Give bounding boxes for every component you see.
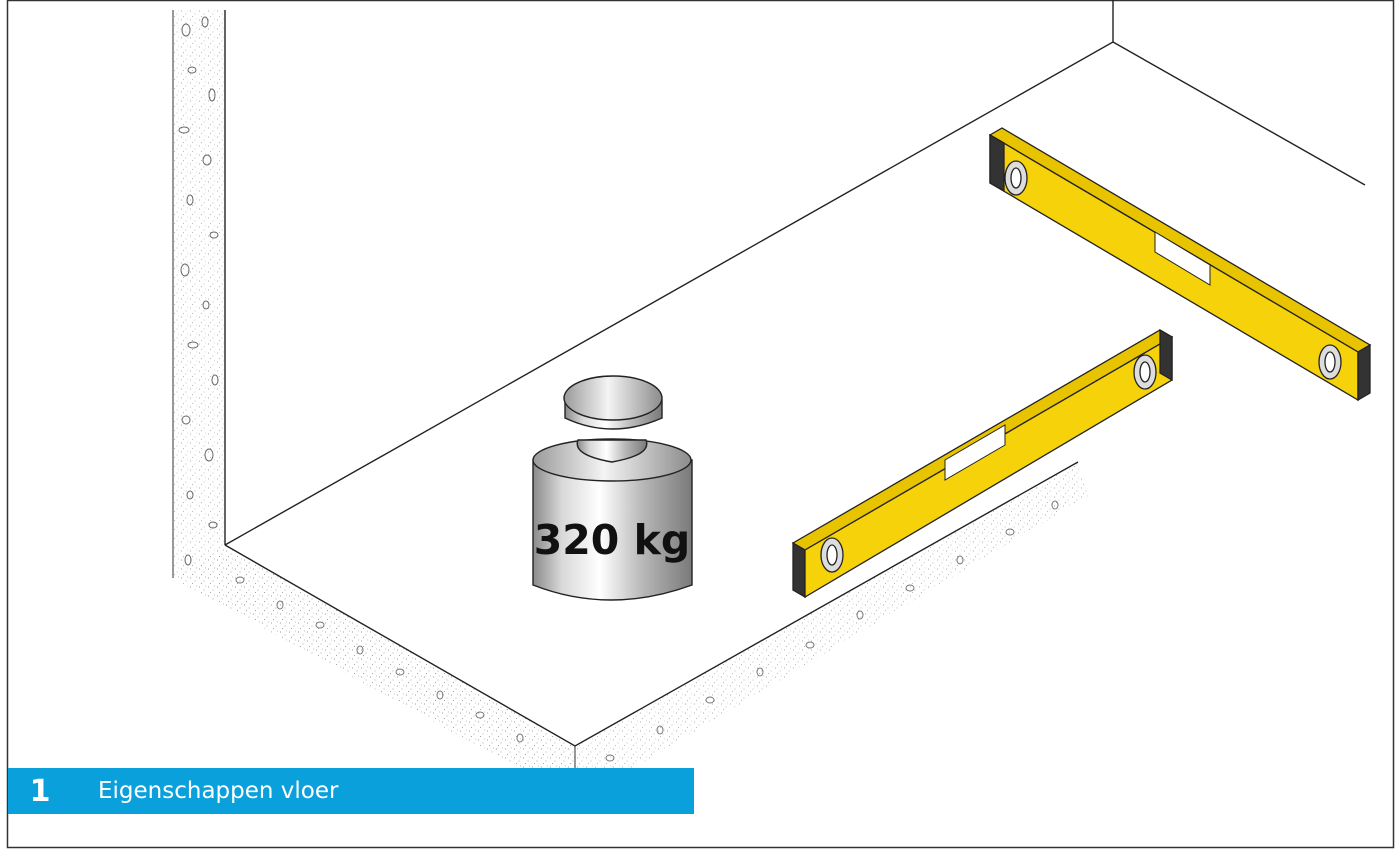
step-number: 1: [29, 773, 51, 809]
step-banner: 1 Eigenschappen vloer: [8, 768, 694, 814]
weight-label: 320 kg: [533, 516, 691, 564]
spirit-level-front: [791, 328, 1174, 599]
spirit-level-back: [988, 127, 1372, 402]
floor-slab-edge: [173, 462, 1090, 805]
step-title: Eigenschappen vloer: [98, 778, 339, 804]
frame-border: [6, 0, 1395, 849]
wall-section: [172, 10, 226, 578]
weight-icon: [532, 375, 693, 601]
room-outline: [224, 0, 1366, 747]
